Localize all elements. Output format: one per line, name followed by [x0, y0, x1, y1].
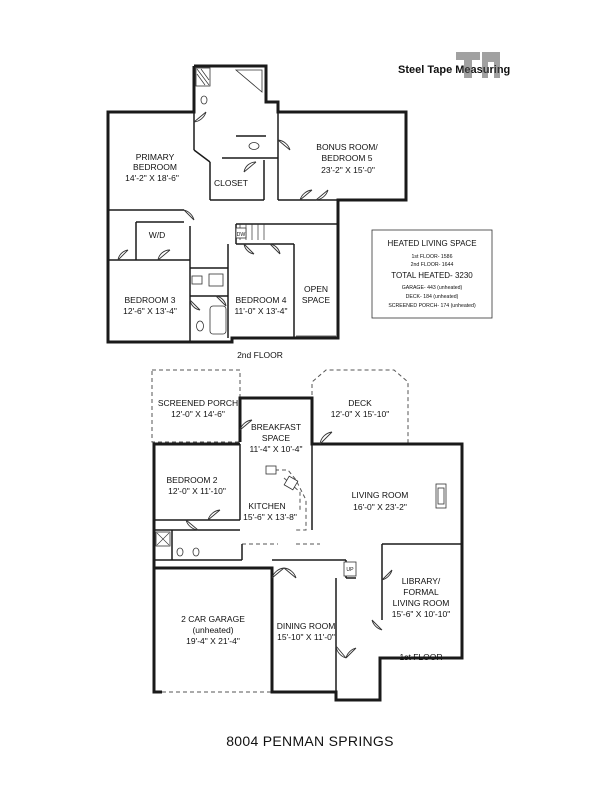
closet-name: CLOSET	[214, 178, 248, 188]
deck-name: DECK	[348, 398, 372, 408]
summary-deck: DECK- 184 (unheated)	[406, 294, 459, 300]
property-address: 8004 PENMAN SPRINGS	[226, 733, 394, 749]
first-floor-plan: SCREENED PORCH 12'-0" X 14'-6" BREAKFAST…	[151, 369, 464, 702]
sink-icon-2	[191, 275, 203, 285]
sink-icon	[200, 95, 208, 105]
dining-room-dims: 15'-10" X 11'-0"	[277, 632, 335, 642]
first-floor-outer-wall	[152, 396, 464, 702]
sink-icon-kitchen	[265, 465, 277, 475]
open-space-name1: OPEN	[304, 284, 328, 294]
sink-icon-first	[176, 547, 184, 557]
screened-porch-outline	[151, 369, 241, 443]
dw-box-icon	[235, 227, 247, 239]
garage-walls	[152, 560, 162, 694]
bedroom4-dims: 11'-0" X 13'-4"	[234, 306, 287, 316]
toilet-icon	[248, 142, 260, 150]
first-floor-label: 1st FLOOR	[400, 652, 443, 662]
shower-hatch-icon	[196, 68, 210, 86]
toilet-icon-2	[196, 320, 204, 332]
bedroom2-dims: 12'-0" X 11'-10"	[168, 486, 226, 496]
primary-bedroom-dims: 14'-2" X 18'-6"	[125, 173, 179, 183]
garage-name2: (unheated)	[192, 625, 233, 635]
bonus-room-name1: BONUS ROOM/	[316, 142, 378, 152]
kitchen-name: KITCHEN	[248, 501, 285, 511]
dw-name: DW	[237, 232, 246, 238]
second-floor-doors	[117, 111, 329, 311]
summary-total: TOTAL HEATED- 3230	[391, 271, 473, 280]
bedroom3-name: BEDROOM 3	[124, 295, 175, 305]
fireplace-hearth-icon	[437, 487, 445, 505]
second-floor-interior-walls	[108, 112, 338, 342]
up-label: UP	[346, 567, 354, 573]
summary-second-floor: 2nd FLOOR- 1644	[411, 262, 454, 268]
summary-first-floor: 1st FLOOR- 1586	[412, 254, 453, 260]
kitchen-dims: 15'-6" X 13'-8"	[243, 512, 297, 522]
kitchen-island-icon	[283, 475, 299, 491]
first-floor-doors	[185, 419, 393, 659]
first-floor-fixtures	[155, 465, 447, 577]
dining-room-name: DINING ROOM	[277, 621, 336, 631]
first-floor-dashed-areas	[151, 369, 409, 693]
brand-name: Steel Tape Measuring	[398, 64, 510, 76]
second-floor-outer-wall	[106, 64, 408, 344]
summary-box	[371, 229, 493, 319]
primary-bedroom-name2: BEDROOM	[133, 162, 177, 172]
bonus-room-dims: 23'-2" X 15'-0"	[321, 165, 375, 175]
garage-name1: 2 CAR GARAGE	[181, 614, 245, 624]
summary-heading: HEATED LIVING SPACE	[387, 239, 476, 248]
bonus-room-name2: BEDROOM 5	[321, 153, 372, 163]
library-dims: 15'-6" X 10'-10"	[392, 609, 450, 619]
open-space-name2: SPACE	[302, 295, 331, 305]
bedroom4-name: BEDROOM 4	[235, 295, 286, 305]
garage-dims: 19'-4" X 21'-4"	[186, 636, 240, 646]
bathtub-icon	[209, 305, 227, 335]
breakfast-name1: BREAKFAST	[251, 422, 301, 432]
screened-porch-name: SCREENED PORCH	[158, 398, 238, 408]
library-name1: LIBRARY/	[402, 576, 441, 586]
library-name3: LIVING ROOM	[393, 598, 450, 608]
living-room-name: LIVING ROOM	[352, 490, 409, 500]
brand-logo: Steel Tape Measuring	[398, 52, 510, 78]
deck-dims: 12'-0" X 15'-10"	[331, 409, 389, 419]
vanity-icon	[208, 273, 224, 287]
up-stairs-box-icon	[343, 561, 357, 577]
screened-porch-dims: 12'-0" X 14'-6"	[171, 409, 225, 419]
second-floor-label: 2nd FLOOR	[237, 350, 283, 360]
breakfast-name2: SPACE	[262, 433, 291, 443]
bedroom2-name: BEDROOM 2	[166, 475, 217, 485]
second-floor-plan: PRIMARY BEDROOM 14'-2" X 18'-6" CLOSET B…	[106, 64, 408, 360]
wd-name: W/D	[149, 230, 166, 240]
bedroom3-dims: 12'-6" X 13'-4"	[123, 306, 177, 316]
summary-porch: SCREENED PORCH- 174 (unheated)	[388, 303, 476, 309]
deck-outline	[311, 369, 409, 444]
second-floor-fixtures	[191, 67, 336, 337]
tub-icon	[234, 69, 263, 93]
summary-garage: GARAGE- 443 (unheated)	[402, 285, 463, 291]
primary-bedroom-name1: PRIMARY	[136, 152, 175, 162]
heated-space-summary: HEATED LIVING SPACE 1st FLOOR- 1586 2nd …	[371, 229, 493, 319]
stm-monogram-icon	[456, 52, 500, 78]
breakfast-dims: 11'-4" X 10'-4"	[249, 444, 302, 454]
toilet-icon-first	[192, 547, 200, 557]
living-room-dims: 16'-0" X 23'-2"	[353, 502, 407, 512]
library-name2: FORMAL	[403, 587, 439, 597]
